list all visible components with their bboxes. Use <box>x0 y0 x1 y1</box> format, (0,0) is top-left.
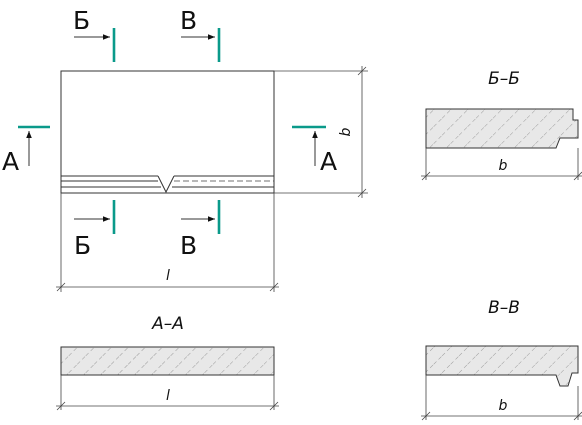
cut-marker-B-bottom: Б <box>74 200 116 260</box>
cut-marker-V-bottom: В <box>180 200 221 260</box>
section-bb-dim: b <box>499 158 508 174</box>
section-aa-hatch <box>60 346 275 376</box>
label-A-right: А <box>320 147 337 176</box>
step-lines <box>61 175 274 194</box>
section-vv: В–В b <box>421 298 582 421</box>
section-bb-title: Б–Б <box>488 69 520 89</box>
label-V-top: В <box>180 6 197 35</box>
section-aa: А–А l <box>56 314 279 411</box>
section-aa-dim: l <box>166 388 170 404</box>
plan-view: b l А А Б В <box>2 6 368 292</box>
dim-length-label: l <box>166 268 170 284</box>
dim-width-label: b <box>338 127 354 136</box>
label-V-bottom: В <box>180 231 197 260</box>
section-aa-title: А–А <box>151 314 184 334</box>
dim-width-b: b <box>274 66 368 198</box>
section-bb-hatch <box>425 108 579 149</box>
section-vv-title: В–В <box>488 298 520 318</box>
slab-outline <box>60 70 275 194</box>
cut-marker-A-right: А <box>292 125 337 176</box>
section-vv-dim: b <box>499 398 508 414</box>
cut-marker-V-top: В <box>180 6 221 62</box>
section-vv-hatch <box>425 345 579 387</box>
label-A-left: А <box>2 147 19 176</box>
dim-length-l: l <box>56 268 279 292</box>
label-B-bottom: Б <box>74 231 91 260</box>
cut-marker-A-left: А <box>2 125 50 176</box>
section-bb: Б–Б b <box>421 69 582 181</box>
label-B-top: Б <box>73 6 90 35</box>
cut-marker-B-top: Б <box>73 6 116 62</box>
